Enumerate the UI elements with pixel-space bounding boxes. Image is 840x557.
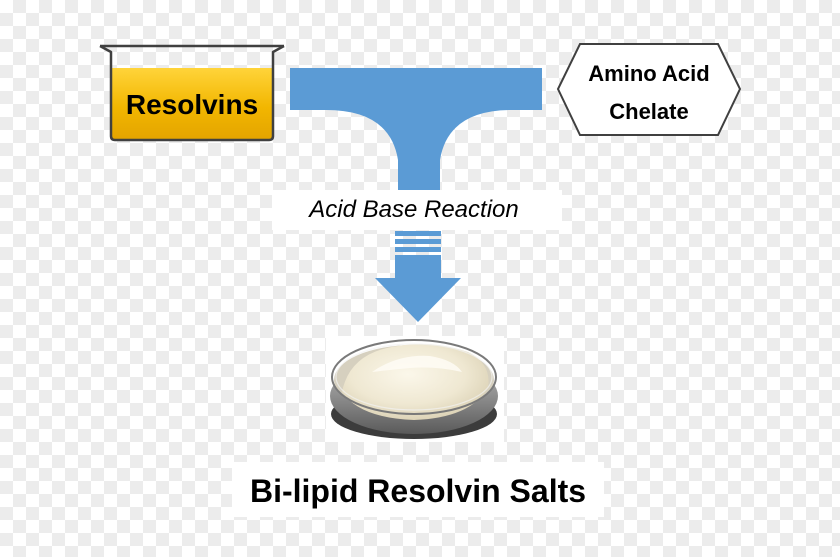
arrow-stem (395, 255, 441, 278)
arrow-stripe (395, 247, 441, 252)
arrow-stripe (395, 239, 441, 244)
beaker-liquid (111, 68, 273, 140)
down-arrow (375, 231, 461, 322)
arrow-stripe (395, 231, 441, 236)
powder-mound (342, 344, 489, 420)
reactant-right-label-line2: Chelate (609, 99, 688, 124)
process-label-background (272, 190, 562, 230)
hexagon-shape (556, 43, 742, 136)
process-label: Acid Base Reaction (307, 196, 518, 223)
product-label-group: Bi-lipid Resolvin Salts (232, 462, 604, 517)
chelate-hexagon: Amino Acid Chelate (556, 43, 742, 136)
merge-pipe-shape (290, 68, 542, 196)
process-label-group: Acid Base Reaction (272, 190, 562, 230)
reactant-left-label: Resolvins (126, 89, 258, 120)
reactant-right-label-line1: Amino Acid (588, 61, 709, 86)
arrow-head (375, 278, 461, 322)
beaker-outline (99, 44, 285, 142)
petri-dish-image (326, 336, 504, 442)
petri-dish-rim (331, 339, 497, 415)
product-label-background (232, 462, 604, 517)
beaker: Resolvins (99, 44, 285, 142)
powder-highlight (372, 355, 462, 372)
merge-pipe (290, 68, 542, 196)
product-label: Bi-lipid Resolvin Salts (250, 473, 586, 509)
petri-dish-rim-shine (335, 343, 493, 411)
